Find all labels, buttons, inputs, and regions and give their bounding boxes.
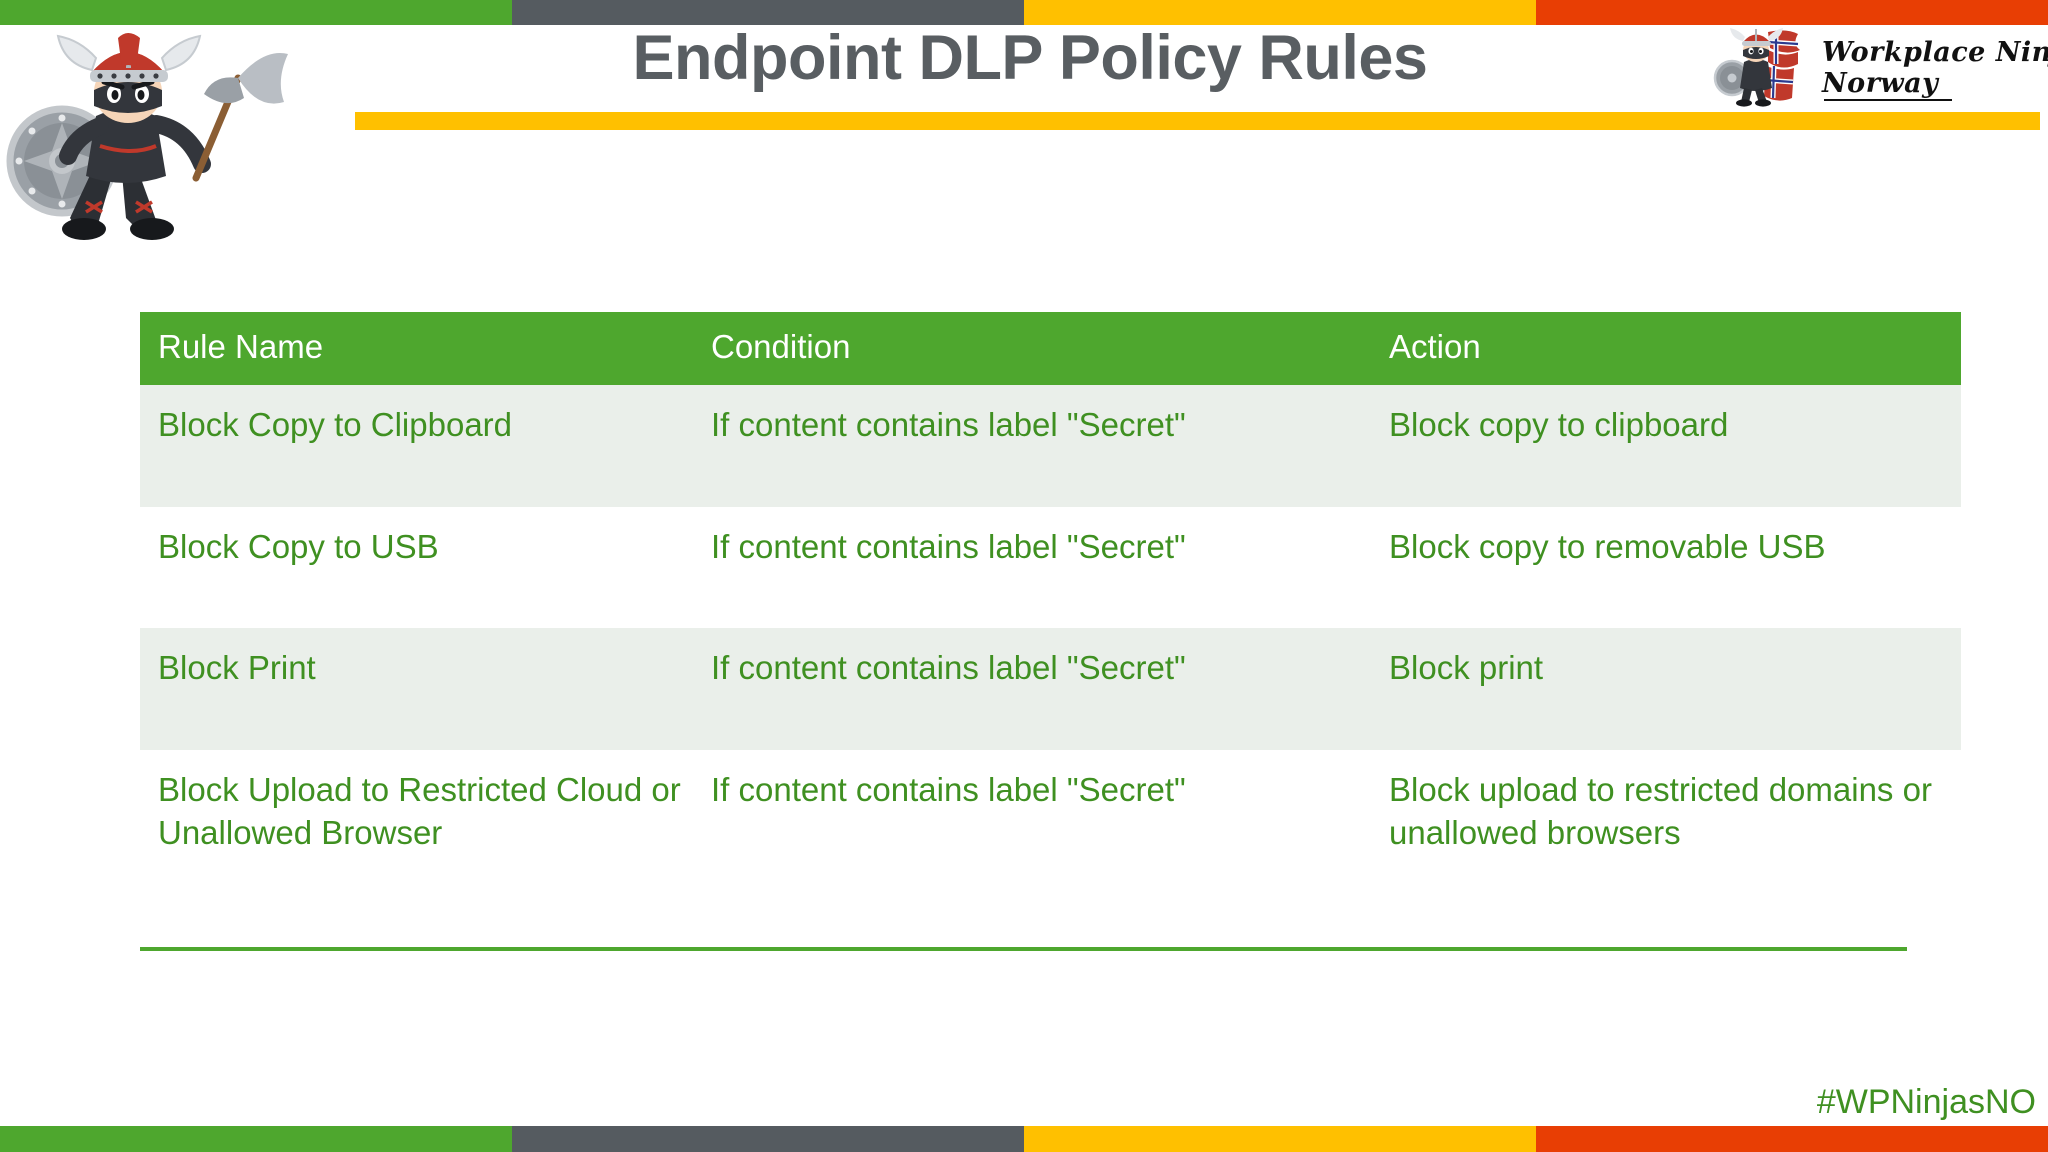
table-bottom-border — [140, 947, 1907, 951]
spacer-cell — [693, 464, 1371, 507]
spacer-cell — [1371, 707, 1961, 750]
table-body: Block Copy to Clipboard If content conta… — [140, 385, 1961, 873]
cell-condition: If content contains label "Secret" — [693, 385, 1371, 465]
bottom-color-bar — [0, 1126, 2048, 1152]
cell-action: Block print — [1371, 628, 1961, 708]
logo-viking-ninja-flag-icon — [1710, 28, 1820, 108]
top-bar-segment-green — [0, 0, 512, 25]
table-header-row: Rule Name Condition Action — [140, 312, 1961, 385]
table-row-spacer — [140, 707, 1961, 750]
column-header-rule-name[interactable]: Rule Name — [140, 312, 693, 385]
spacer-cell — [693, 586, 1371, 629]
cell-condition: If content contains label "Secret" — [693, 749, 1371, 873]
column-header-action[interactable]: Action — [1371, 312, 1961, 385]
column-header-condition[interactable]: Condition — [693, 312, 1371, 385]
spacer-cell — [140, 707, 693, 750]
cell-condition: If content contains label "Secret" — [693, 506, 1371, 587]
cell-action: Block upload to restricted domains or un… — [1371, 749, 1961, 873]
table-row-spacer — [140, 464, 1961, 507]
bottom-bar-segment-green — [0, 1126, 512, 1152]
bottom-bar-segment-red — [1536, 1126, 2048, 1152]
title-accent-bar — [355, 112, 2040, 130]
workplace-ninjas-norway-logo: Workplace Ninjas Norway — [1710, 28, 2048, 108]
top-bar-segment-yellow — [1024, 0, 1536, 25]
cell-rule-name: Block Print — [140, 628, 693, 708]
bottom-bar-segment-gray — [512, 1126, 1024, 1152]
spacer-cell — [693, 707, 1371, 750]
page-title: Endpoint DLP Policy Rules — [632, 23, 1428, 93]
top-bar-segment-red — [1536, 0, 2048, 25]
cell-action: Block copy to removable USB — [1371, 506, 1961, 587]
spacer-cell — [1371, 464, 1961, 507]
viking-ninja-mascot-icon — [0, 26, 330, 251]
bottom-bar-segment-yellow — [1024, 1126, 1536, 1152]
table-row[interactable]: Block Print If content contains label "S… — [140, 628, 1961, 708]
table-header: Rule Name Condition Action — [140, 312, 1961, 385]
cell-rule-name: Block Upload to Restricted Cloud or Unal… — [140, 749, 693, 873]
cell-rule-name: Block Copy to USB — [140, 506, 693, 587]
spacer-cell — [140, 464, 693, 507]
spacer-cell — [140, 586, 693, 629]
footer-hashtag: #WPNinjasNO — [1816, 1083, 2036, 1121]
cell-action: Block copy to clipboard — [1371, 385, 1961, 465]
table-row-spacer — [140, 586, 1961, 629]
table-row[interactable]: Block Copy to Clipboard If content conta… — [140, 385, 1961, 465]
cell-rule-name: Block Copy to Clipboard — [140, 385, 693, 465]
logo-text-line-1: Workplace Ninjas — [1822, 37, 2048, 68]
spacer-cell — [1371, 586, 1961, 629]
top-bar-segment-gray — [512, 0, 1024, 25]
table-row[interactable]: Block Copy to USB If content contains la… — [140, 506, 1961, 587]
logo-text-line-2: Norway — [1822, 70, 2048, 101]
table-row[interactable]: Block Upload to Restricted Cloud or Unal… — [140, 749, 1961, 873]
top-color-bar — [0, 0, 2048, 25]
cell-condition: If content contains label "Secret" — [693, 628, 1371, 708]
dlp-policy-rules-table: Rule Name Condition Action Block Copy to… — [140, 312, 1961, 873]
